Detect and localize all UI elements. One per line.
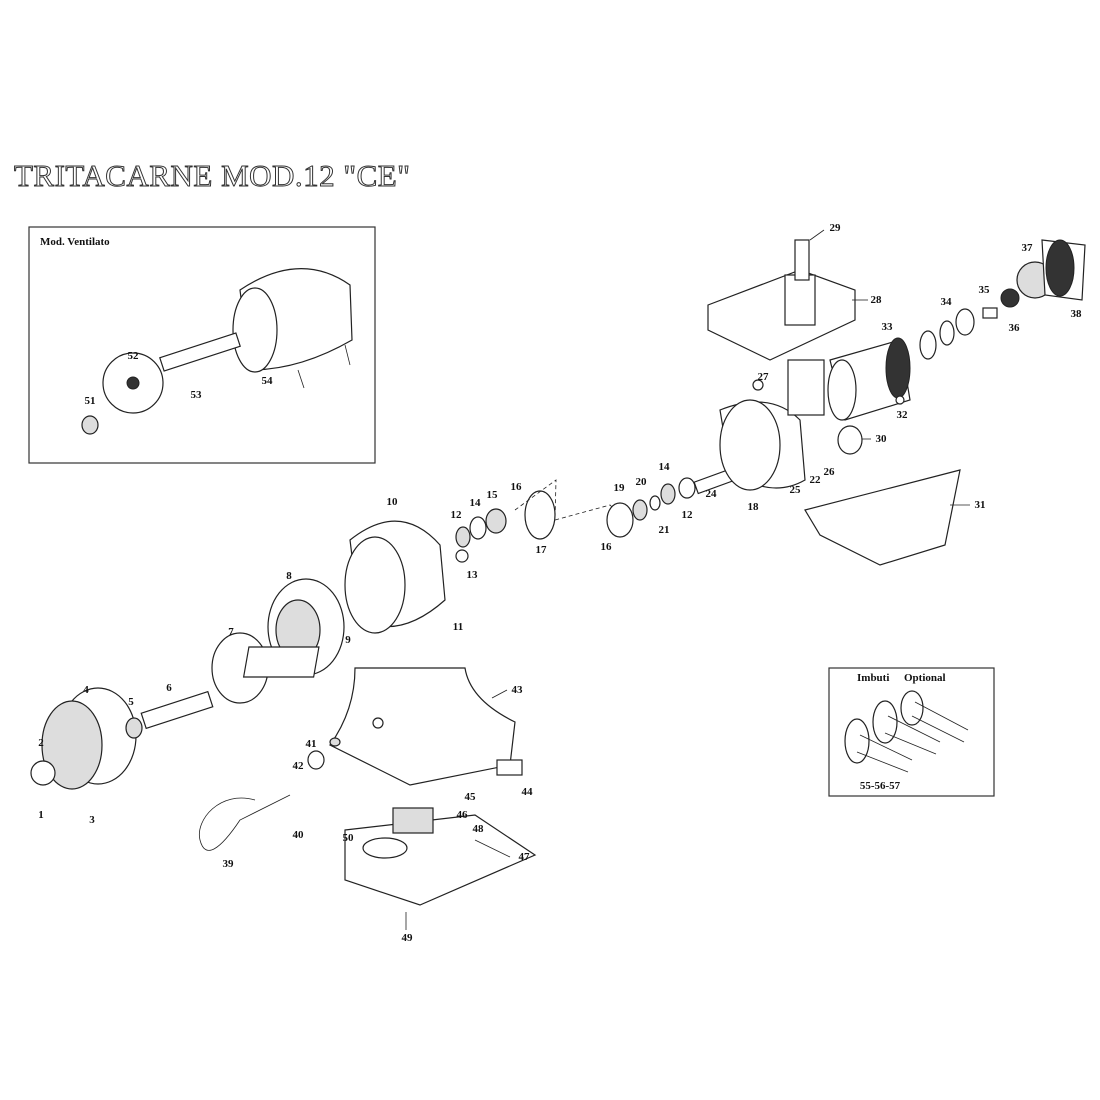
part-label: 53 (191, 389, 203, 401)
part-label: 7 (228, 626, 234, 638)
part-label: 39 (223, 858, 235, 870)
part-label: 1 (38, 809, 44, 821)
part-labels: 1 2 3 4 5 6 7 8 9 10 11 12 13 14 15 16 1… (38, 222, 1082, 944)
part-label: 28 (871, 294, 883, 306)
part-label: 20 (636, 476, 648, 488)
part-label: 52 (128, 350, 140, 362)
part-label: 31 (975, 499, 986, 511)
part-label: 33 (882, 321, 894, 333)
part-label: 54 (262, 375, 274, 387)
part-label: 13 (467, 569, 479, 581)
inset-imbuti: Imbuti Optional 55-56-57 (828, 667, 995, 797)
part-label: 45 (465, 791, 477, 803)
part-label: 50 (343, 832, 355, 844)
grinder-head (707, 239, 1086, 566)
part-label: 30 (876, 433, 888, 445)
part-label: 27 (758, 371, 770, 383)
part-label: 14 (659, 461, 671, 473)
part-label: 18 (748, 501, 760, 513)
part-label: 16 (601, 541, 613, 553)
part-label: 37 (1022, 242, 1034, 254)
part-label: 19 (614, 482, 626, 494)
part-label: 10 (387, 496, 399, 508)
part-label: 41 (306, 738, 317, 750)
part-label: 12 (451, 509, 463, 521)
part-label: 11 (453, 621, 463, 633)
part-label: 38 (1071, 308, 1083, 320)
part-label: 43 (512, 684, 524, 696)
part-label: 51 (85, 395, 96, 407)
part-label: 8 (286, 570, 292, 582)
part-label: 32 (897, 409, 909, 421)
part-label: 46 (457, 809, 469, 821)
part-label: 17 (536, 544, 548, 556)
part-label: 16 (511, 481, 523, 493)
part-label: 12 (682, 509, 694, 521)
optional-label: Optional (904, 672, 946, 684)
part-label: 44 (522, 786, 534, 798)
part-label: 26 (824, 466, 836, 478)
part-label: 2 (38, 737, 44, 749)
part-label: 24 (706, 488, 718, 500)
part-label: 4 (83, 684, 89, 696)
inset-ventilato: Mod. Ventilato (28, 226, 376, 464)
part-label: 14 (470, 497, 482, 509)
part-label: 5 (128, 696, 134, 708)
part-label: 35 (979, 284, 991, 296)
part-label: 21 (659, 524, 670, 536)
part-label: 42 (293, 760, 305, 772)
part-label: 15 (487, 489, 499, 501)
leader-lines (405, 229, 970, 930)
part-label: 9 (345, 634, 351, 646)
diagram-title: TRITACARNE MOD.12 "CE" (13, 158, 411, 194)
part-label: 47 (519, 851, 531, 863)
inset-ventilato-label: Mod. Ventilato (40, 236, 110, 248)
part-label: 22 (810, 474, 822, 486)
part-label: 3 (89, 814, 95, 826)
part-label: 25 (790, 484, 802, 496)
imbuti-part-numbers: 55-56-57 (860, 780, 901, 792)
gear-assembly (455, 467, 737, 563)
part-label: 40 (293, 829, 305, 841)
part-label: 29 (830, 222, 842, 234)
part-label: 49 (402, 932, 414, 944)
part-label: 48 (473, 823, 485, 835)
imbuti-label: Imbuti (857, 672, 889, 684)
part-label: 36 (1009, 322, 1021, 334)
part-label: 34 (941, 296, 953, 308)
part-label: 6 (166, 682, 172, 694)
motor-assembly (30, 520, 537, 906)
